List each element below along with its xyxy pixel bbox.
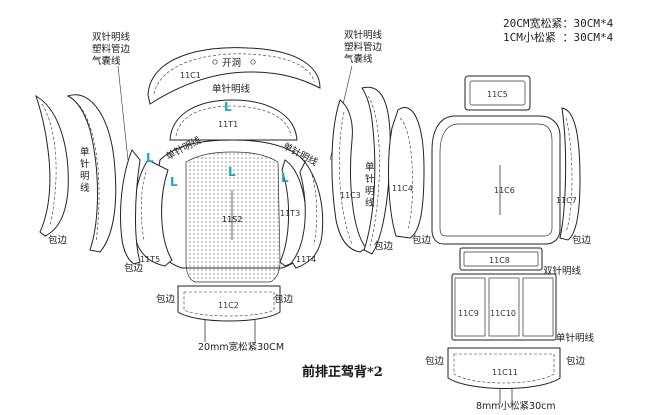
left-callout-airbag-line: 气囊线 [92, 56, 121, 67]
piece-label-11t3: 11T3 [280, 209, 300, 218]
hem-label-left: 包边 [48, 234, 68, 246]
piece-11t4: 11T4 [291, 161, 324, 269]
single-stitch-vertical-right-4: 线 [365, 197, 375, 209]
piece-11s2: 11S2 L [149, 139, 316, 283]
right-callout-airbag-line: 气囊线 [344, 54, 373, 65]
hem-label-11c11-right: 包边 [566, 355, 586, 367]
piece-label-11c2: 11C2 [218, 301, 239, 310]
elastic-spec-1: 20CM宽松紧：30CM*4 [503, 17, 614, 30]
piece-11c4: 11C4 [388, 107, 425, 239]
single-stitch-vertical-left-2: 针 [80, 158, 90, 170]
single-stitch-vertical-left-1: 单 [80, 146, 90, 158]
single-stitch-label-top: 单针明线 [212, 83, 251, 95]
piece-11c2: 11C2 [177, 285, 281, 342]
piece-label-11c11: 11C11 [492, 368, 518, 377]
piece-right-side-panel [361, 86, 391, 255]
grain-mark-11s2: L [228, 165, 236, 179]
piece-label-11c7: 11C7 [556, 196, 577, 205]
piece-label-11t1: 11T1 [218, 120, 238, 129]
piece-11c8: 11C8 [459, 247, 543, 271]
right-callout-double-stitch: 双针明线 [344, 30, 383, 41]
piece-11c5: 11C5 [464, 75, 531, 111]
piece-label-11c1: 11C1 [180, 71, 201, 80]
piece-label-11t5: 11T5 [140, 255, 160, 264]
piece-11c11: 11C11 [447, 347, 561, 404]
single-stitch-vertical-right-1: 单 [365, 161, 375, 173]
piece-label-11c9: 11C9 [458, 309, 479, 318]
left-callout-plastic-piping: 塑料管边 [92, 44, 131, 55]
elastic-spec-2: 1CM小松紧 ：30CM*4 [503, 31, 614, 44]
hem-label-right: 包边 [374, 240, 394, 252]
elastic-label-bottom-left: 20mm宽松紧30CM [198, 341, 284, 353]
piece-label-11c4: 11C4 [392, 184, 413, 193]
piece-11c7: 11C7 [556, 107, 581, 241]
piece-label-11c6: 11C6 [494, 186, 515, 195]
piece-label-11c5: 11C5 [487, 90, 508, 99]
elastic-label-bottom-right: 8mm小松紧30cm [476, 400, 556, 412]
piece-label-11c8: 11C8 [489, 256, 510, 265]
piece-left-side-panel [66, 94, 117, 253]
piece-11t5: 11T5 L L [133, 151, 178, 267]
piece-frame-lower [451, 273, 557, 341]
piece-left-inner-strip [120, 149, 141, 265]
hem-label-left-2: 包边 [124, 262, 144, 274]
grain-mark-11t5-a: L [146, 151, 154, 165]
piece-11c1: 11C1 开洞 [147, 47, 321, 105]
single-stitch-label-br: 单针明线 [556, 332, 595, 344]
hem-label-11c2-right: 包边 [274, 293, 294, 305]
piece-right-lower-panel [522, 277, 554, 337]
single-stitch-vertical-right-2: 针 [365, 173, 375, 185]
piece-label-11t4: 11T4 [296, 255, 316, 264]
piece-11t1: 11T1 L [169, 99, 298, 141]
piece-11c9: 11C9 [454, 277, 486, 337]
piece-left-side-outer [35, 94, 69, 237]
single-stitch-vertical-left-3: 明 [80, 171, 90, 182]
piece-label-11c3: 11C3 [340, 191, 361, 200]
hem-label-11c2-left: 包边 [156, 293, 176, 305]
hem-label-11c11-left: 包边 [425, 355, 445, 367]
grain-mark-11t3: L [281, 171, 289, 185]
piece-11c10: 11C10 [488, 277, 520, 337]
piece-11c3: 11C3 [331, 99, 367, 253]
right-callout-plastic-piping: 塑料管边 [344, 42, 383, 53]
grain-mark-11t5-b: L [170, 175, 178, 189]
piece-label-11c10: 11C10 [490, 309, 516, 318]
opening-label: 开洞 [222, 58, 241, 69]
piece-11c6: 11C6 [431, 115, 561, 245]
diagram-title: 前排正驾背*2 [302, 365, 383, 380]
single-stitch-vertical-left-4: 线 [80, 182, 90, 194]
left-callout-double-stitch: 双针明线 [92, 32, 131, 43]
grain-mark-11t1: L [224, 100, 232, 114]
single-stitch-vertical-right-3: 明 [365, 186, 375, 197]
hem-label-11c7: 包边 [572, 234, 592, 246]
hem-label-11c4: 包边 [412, 234, 432, 246]
